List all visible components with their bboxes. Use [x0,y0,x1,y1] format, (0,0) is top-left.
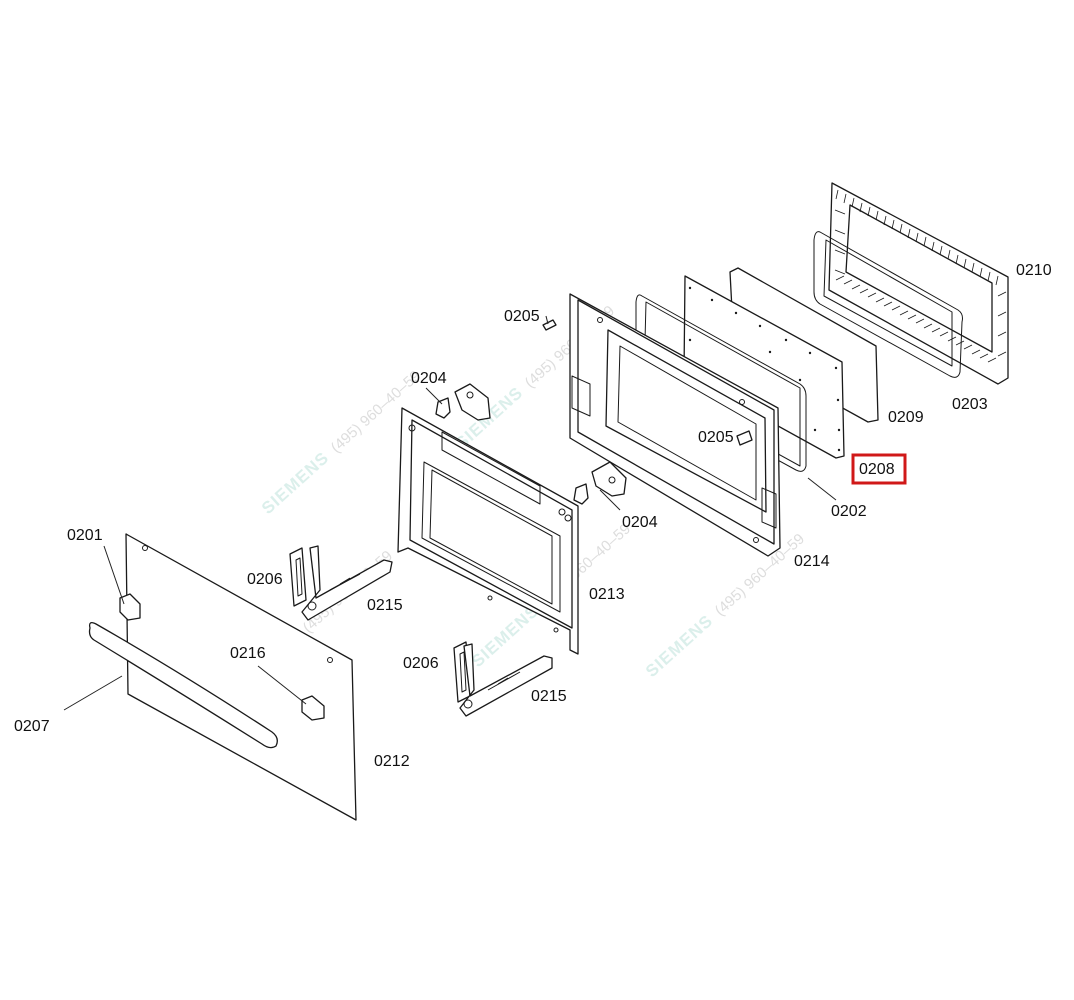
label-0205-top: 0205 [504,308,540,325]
label-0215-lower: 0215 [531,688,567,705]
part-0215-hinge-arm-upper [301,545,393,621]
part-0204-bracket-bottom [573,461,627,505]
leader-lines [63,315,837,711]
label-0214: 0214 [794,553,830,570]
part-0216-handle-mount [301,695,325,721]
label-0212: 0212 [374,753,410,770]
label-0202: 0202 [831,503,867,520]
watermark-brand: SIEMENS [258,448,333,518]
part-0213-middle-frame [397,407,579,655]
highlight-box-0208 [851,453,907,485]
watermark-brand: SIEMENS [468,601,543,671]
part-0203-seal [813,231,963,378]
label-0203: 0203 [952,396,988,413]
label-0204-bottom: 0204 [622,514,658,531]
part-0215-hinge-arm-lower [459,643,553,717]
part-0214-inner-frame [569,293,781,557]
label-0216: 0216 [230,645,266,662]
callout-labels: 0201 0202 0203 0204 0204 0205 0205 0206 … [14,262,1052,770]
label-0204-top: 0204 [411,370,447,387]
part-0207-handle [88,622,278,749]
label-0209: 0209 [888,409,924,426]
label-0215-upper: 0215 [367,597,403,614]
part-0212-door-panel [125,533,357,821]
part-0201-handle-mount [119,593,141,621]
label-0206-upper: 0206 [247,571,283,588]
label-0207: 0207 [14,718,50,735]
label-0213: 0213 [589,586,625,603]
label-0206-lower: 0206 [403,655,439,672]
part-0210-rear-frame [828,182,1009,385]
label-0201: 0201 [67,527,103,544]
part-0206-hinge-upper [289,547,307,607]
part-0204-bracket-top [435,383,491,421]
part-0205-pin-top [542,319,557,331]
label-0210: 0210 [1016,262,1052,279]
part-0205-pin-mid [736,430,753,446]
label-0205-mid: 0205 [698,429,734,446]
watermark-brand: SIEMENS [642,611,717,681]
label-0208: 0208 [859,461,895,478]
